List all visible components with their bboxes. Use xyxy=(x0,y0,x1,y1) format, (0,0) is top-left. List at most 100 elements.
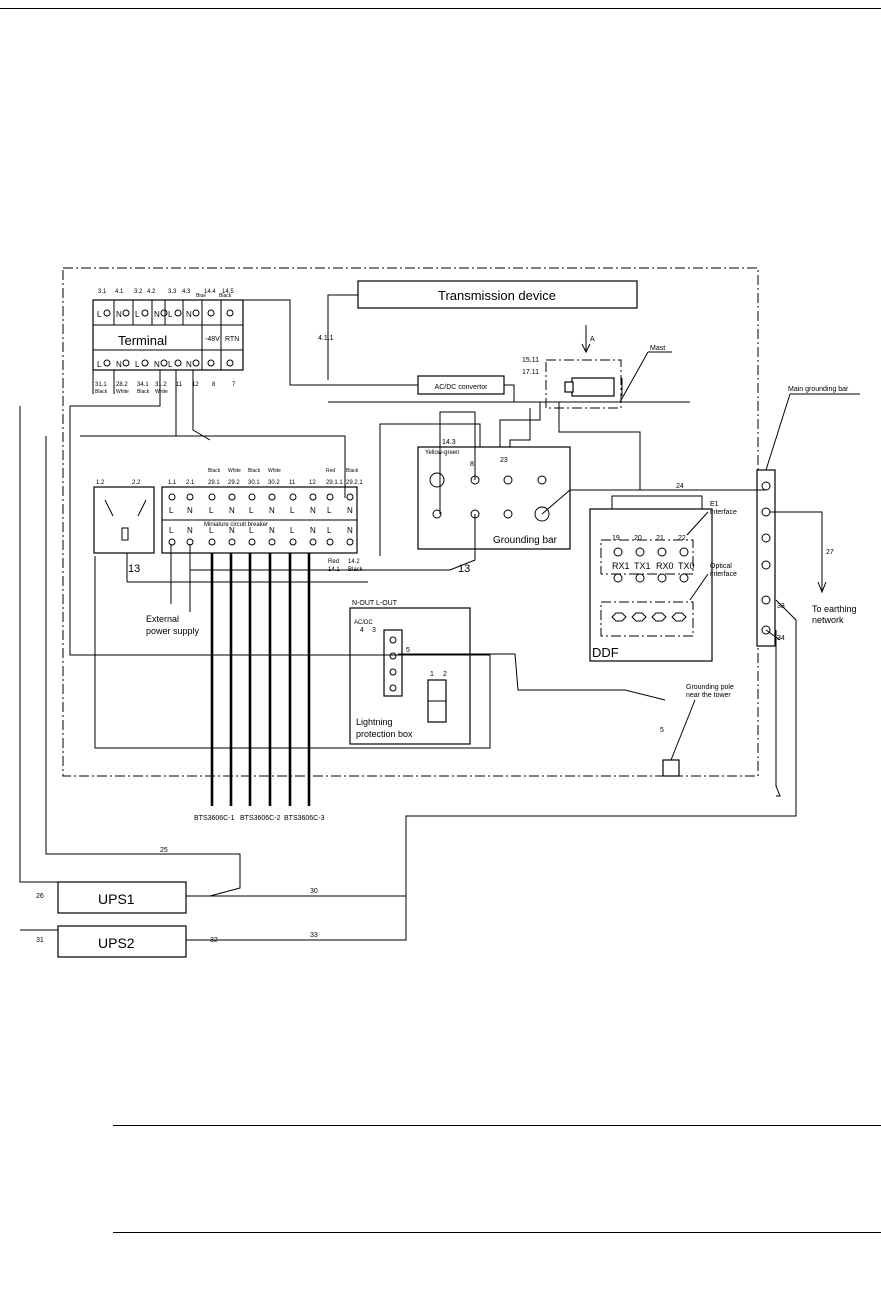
terminal-screw xyxy=(192,309,200,317)
wire-num-4-1-1: 4.1.1 xyxy=(318,335,334,342)
ddf-port-label: RX0 xyxy=(656,561,674,571)
wire-num-3: 3 xyxy=(372,627,376,634)
grounding-pole: Grounding pole near the tower xyxy=(662,684,734,777)
wire-num-5b: 5 xyxy=(660,727,664,734)
wire-num-25: 25 xyxy=(160,847,168,854)
terminal-top-number: 3.1 xyxy=(98,289,107,295)
mcb-screw xyxy=(326,538,334,546)
ddf-port-number: 22 xyxy=(678,535,686,542)
terminal-letter: L xyxy=(168,360,173,369)
terminal-letter: N xyxy=(154,360,160,369)
mcb-label: Miniature circuit breaker xyxy=(204,522,268,528)
mcb-top-number: 1.1 xyxy=(168,480,177,486)
mcb-letter: L xyxy=(290,526,295,535)
grounding-bar-label: Grounding bar xyxy=(493,535,558,546)
mcb-screw xyxy=(248,538,256,546)
wire-num-13a: 13 xyxy=(128,563,140,575)
mcb-letter: L xyxy=(209,526,214,535)
mcb-screw xyxy=(228,538,236,546)
wire-num-2: 2 xyxy=(443,671,447,678)
wire-num-33: 33 xyxy=(777,603,785,610)
wire-num-14-3: 14.3 xyxy=(442,439,456,446)
terminal-letter: N xyxy=(186,360,192,369)
transmission-device-box xyxy=(357,280,638,309)
terminal-bottom-number: 34.1 xyxy=(137,382,149,388)
mcb-wire-color: White xyxy=(228,468,241,474)
external-power-label-2: power supply xyxy=(146,626,200,636)
mcb-wire-color: Black xyxy=(346,468,359,474)
rtn-label: RTN xyxy=(225,336,239,343)
terminal-screw xyxy=(226,309,234,317)
optical-interface-label-2: interface xyxy=(710,571,737,578)
mcb-letter: L xyxy=(327,526,332,535)
mcb-letter: N xyxy=(229,526,235,535)
transmission-device-label: Transmission device xyxy=(438,288,556,303)
terminal-letter: N xyxy=(154,310,160,319)
terminal-screw xyxy=(207,309,215,317)
yellow-green-label: Yellow-green xyxy=(425,450,459,456)
wire-num-1: 1 xyxy=(430,671,434,678)
terminal-letter: N xyxy=(116,360,122,369)
mcb-letter: N xyxy=(347,506,353,515)
grounding-pole-label-2: near the tower xyxy=(686,692,731,699)
mcb-letter: L xyxy=(249,526,254,535)
mcb-screw xyxy=(326,493,334,501)
ddf-port-label: TX0 xyxy=(678,561,695,571)
mcb-letter: N xyxy=(269,526,275,535)
lightning-protection-box: Lightning protection box N-OUT L-OUT AC/… xyxy=(349,600,471,745)
terminal-letter: N xyxy=(116,310,122,319)
ddf-label: DDF xyxy=(592,645,619,660)
terminal-bottom-number: 31.1 xyxy=(95,382,107,388)
ddf-port-number: 19 xyxy=(612,535,620,542)
wire-num-33b: 33 xyxy=(310,932,318,939)
mcb-letter: N xyxy=(347,526,353,535)
ddf-port-bottom-terminal xyxy=(635,573,645,583)
ddf-port-number: 20 xyxy=(634,535,642,542)
mcb-wire-color: Black xyxy=(248,468,261,474)
mcb-bottom-label: Red xyxy=(328,559,339,565)
terminal-top-number: 4.2 xyxy=(147,289,156,295)
terminal-screw xyxy=(160,309,168,317)
mcb-letter: L xyxy=(169,506,174,515)
mcb-letter: N xyxy=(229,506,235,515)
terminal-screw xyxy=(192,359,200,367)
wire-numbers: 4.1.1 15.11 17.11 14.3 8 23 24 27 13 13 … xyxy=(36,335,834,944)
ddf-port-bottom-terminal xyxy=(679,573,689,583)
wire-num-15-11: 15.11 xyxy=(522,357,539,364)
terminal-top-number: 4.1 xyxy=(115,289,124,295)
terminal-bottom-number: 11 xyxy=(176,382,183,388)
mcb-screw xyxy=(208,538,216,546)
mcb-letter: L xyxy=(249,506,254,515)
terminal-screw xyxy=(207,359,215,367)
terminal-screw xyxy=(103,309,111,317)
terminal-letter: L xyxy=(97,360,102,369)
mcb-top-number: 11 xyxy=(289,480,296,486)
ddf-port-top-terminal xyxy=(613,547,623,557)
terminal-top-number: 3.3 xyxy=(168,289,177,295)
mcb-top-number: 2.1 xyxy=(186,480,195,486)
wiring xyxy=(19,294,797,941)
to-earthing-label-1: To earthing xyxy=(812,604,857,614)
earthing-network-arrow: To earthing network xyxy=(770,511,857,625)
mcb-screw xyxy=(346,493,354,501)
mcb-letter: L xyxy=(290,506,295,515)
mcb-top-number: 30.2 xyxy=(268,480,280,486)
header-rule xyxy=(0,8,881,9)
e1-interface-label-2: interface xyxy=(710,509,737,516)
terminal-screw xyxy=(141,309,149,317)
mcb-bottom-label: 14.2 xyxy=(348,559,360,565)
mcb-screw xyxy=(268,493,276,501)
bts-cables: BTS3606C-1 BTS3606C-2 BTS3606C-3 xyxy=(194,553,325,822)
lightning-label-2: protection box xyxy=(356,729,413,739)
ddf-port-top-terminal xyxy=(635,547,645,557)
external-power-label-1: External xyxy=(146,614,179,624)
bts2-label: BTS3606C-2 xyxy=(240,815,281,822)
wire-num-4: 4 xyxy=(360,627,364,634)
arrow-a-label: A xyxy=(590,336,595,343)
terminal-bottom-number: 8 xyxy=(212,382,216,388)
